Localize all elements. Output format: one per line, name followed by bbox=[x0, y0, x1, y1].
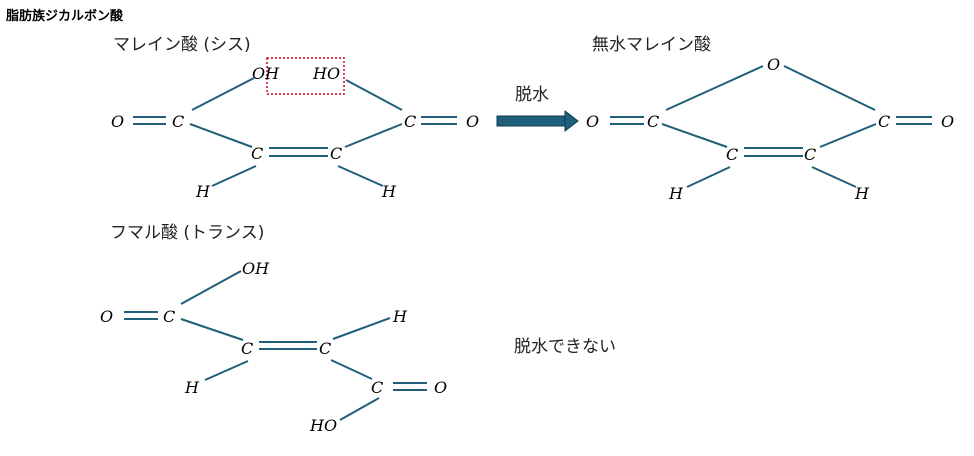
anhydride-bond-o-top-c-right bbox=[783, 65, 876, 111]
maleic-atom-c-mid-right: C bbox=[330, 144, 342, 163]
maleic-atom-c-left: C bbox=[172, 112, 184, 131]
fumaric-atom-ho: HO bbox=[309, 416, 337, 435]
fumaric-atom-oh: OH bbox=[242, 259, 270, 278]
fumaric-atom-h-bottom: H bbox=[184, 378, 200, 397]
arrow-shaft bbox=[496, 115, 566, 127]
anhydride-atom-c-left: C bbox=[647, 112, 659, 131]
anhydride-atom-c-right: C bbox=[878, 112, 890, 131]
maleic-atom-o-right: O bbox=[466, 112, 479, 131]
fumaric-bond-cmid-left-h bbox=[204, 360, 249, 381]
maleic-atom-oh: OH bbox=[252, 64, 280, 83]
maleic-bond-ho-c bbox=[345, 79, 403, 111]
fumaric-acid-label: フマル酸 (トランス) bbox=[110, 223, 264, 243]
anhydride-atom-h-left: H bbox=[668, 184, 684, 203]
anhydride-bond-c-h-right bbox=[811, 166, 857, 188]
dehydration-arrow: 脱水 bbox=[496, 85, 579, 133]
maleic-anhydride-structure: 無水マレイン酸 O O C C O C C H H bbox=[586, 35, 954, 203]
maleic-bond-c-h-right bbox=[337, 165, 384, 187]
page-title: 脂肪族ジカルボン酸 bbox=[5, 8, 124, 24]
maleic-acid-structure: マレイン酸 (シス) O C OH HO C O C C H H bbox=[111, 35, 479, 201]
fumaric-atom-c-mid-right: C bbox=[319, 339, 331, 358]
fumaric-atom-o-left: O bbox=[100, 307, 113, 326]
anhydride-atom-c-mid-right: C bbox=[804, 145, 816, 164]
fumaric-bond-cmid-right-h bbox=[332, 317, 391, 340]
maleic-bond-cmid-right-c bbox=[344, 123, 403, 148]
maleic-atom-h-right: H bbox=[381, 182, 397, 201]
arrow-head-icon bbox=[564, 109, 579, 133]
anhydride-atom-c-mid-left: C bbox=[726, 145, 738, 164]
maleic-atom-ho: HO bbox=[312, 64, 340, 83]
anhydride-atom-o-top: O bbox=[767, 55, 780, 74]
anhydride-bond-c-cmid-left bbox=[661, 123, 728, 148]
dehydration-highlight-box bbox=[266, 57, 345, 95]
anhydride-bond-c-o-top-left bbox=[665, 65, 764, 111]
maleic-atom-c-mid-left: C bbox=[251, 144, 263, 163]
maleic-atom-h-left: H bbox=[195, 182, 211, 201]
maleic-bond-c-cmid-left bbox=[189, 123, 253, 148]
fumaric-bond-c-cmid-left bbox=[180, 318, 244, 341]
anhydride-atom-h-right: H bbox=[854, 184, 870, 203]
maleic-atom-o-left: O bbox=[111, 112, 124, 131]
fumaric-atom-c-mid-left: C bbox=[241, 339, 253, 358]
no-dehydration-label: 脱水できない bbox=[514, 337, 616, 357]
fumaric-bond-c-oh bbox=[180, 270, 242, 305]
anhydride-atom-o-left: O bbox=[586, 112, 599, 131]
anhydride-atom-o-right: O bbox=[941, 112, 954, 131]
fumaric-atom-o-right: O bbox=[434, 378, 447, 397]
maleic-acid-label: マレイン酸 (シス) bbox=[113, 35, 251, 55]
fumaric-bond-c-ho bbox=[339, 397, 380, 421]
anhydride-bond-c-h-left bbox=[686, 166, 731, 188]
fumaric-acid-structure: フマル酸 (トランス) OH O C H C C H C O HO bbox=[100, 223, 447, 435]
dehydration-label: 脱水 bbox=[515, 85, 549, 105]
anhydride-bond-cmid-right-c bbox=[819, 123, 877, 148]
maleic-anhydride-label: 無水マレイン酸 bbox=[592, 35, 711, 55]
fumaric-bond-cmid-right-c bbox=[330, 359, 373, 380]
maleic-atom-c-right: C bbox=[404, 112, 416, 131]
maleic-bond-c-oh bbox=[191, 77, 255, 111]
fumaric-atom-c-right: C bbox=[371, 378, 383, 397]
maleic-bond-c-h-left bbox=[211, 165, 257, 187]
fumaric-atom-c-left: C bbox=[163, 307, 175, 326]
fumaric-atom-h-top: H bbox=[392, 307, 408, 326]
